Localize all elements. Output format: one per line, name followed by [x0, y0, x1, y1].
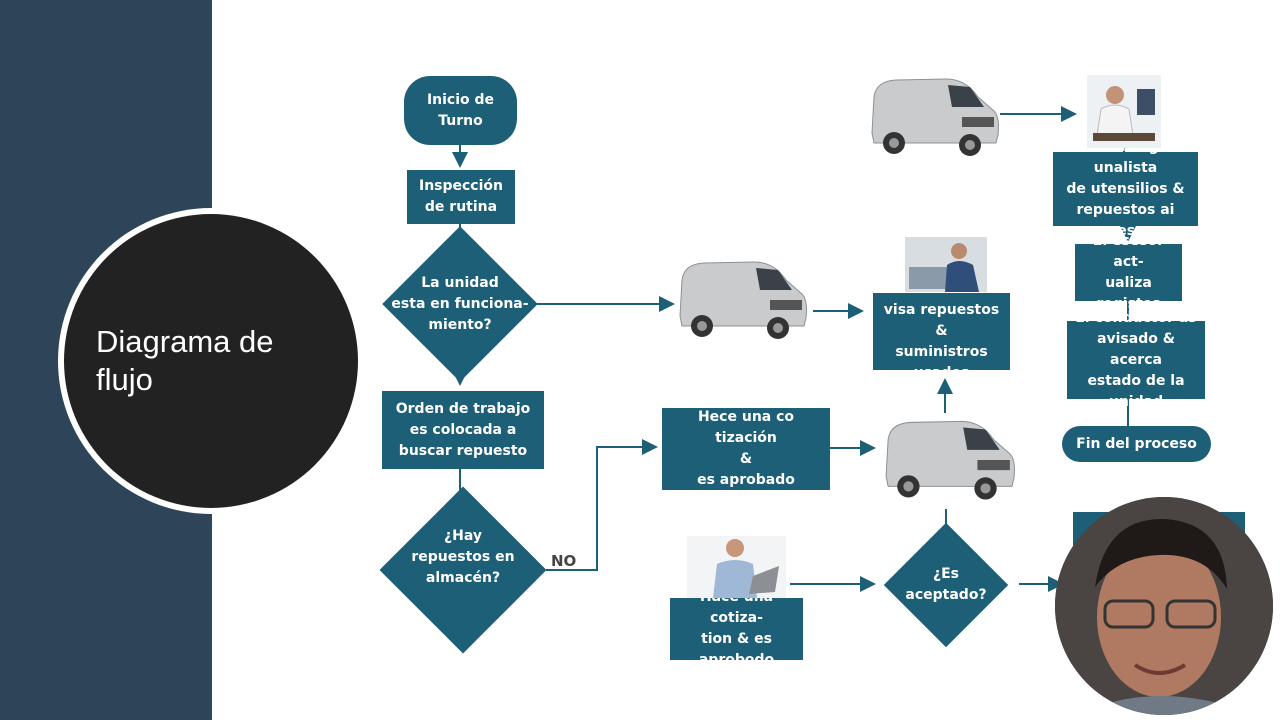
- tech-line-2: visa repuestos &: [883, 302, 1000, 339]
- title-line-1: Diagrama de: [96, 324, 274, 359]
- parts-line-3: almacén?: [425, 569, 501, 586]
- driver-notified-node: El conductor as avisado & acerca estado de…: [1067, 310, 1205, 410]
- parts-line-2: repuestos en: [411, 548, 515, 565]
- advisor-line-1: El esesor act-: [1092, 232, 1165, 270]
- title-line-2: flujo: [96, 362, 153, 397]
- van-photo-3: [871, 78, 999, 156]
- start-line-1: Inicio de: [426, 91, 495, 108]
- list-line-3: repuestos ai asesor: [1076, 201, 1175, 239]
- accepted-line-1: ¿Es: [932, 566, 959, 582]
- driver-line-2: avisado & acerca: [1097, 330, 1175, 368]
- decision-parts-label: ¿Hay repuestos en almacén?: [383, 524, 543, 590]
- decision-accepted-label: ¿Es aceptado?: [891, 563, 1001, 607]
- quote-line-2: &: [739, 451, 753, 467]
- driver-line-3: estado de la unidad: [1087, 372, 1185, 410]
- technician-review-node: El tecnico re -visa repuestos &suministr…: [873, 281, 1010, 381]
- inspection-line-1: Inspección: [418, 178, 503, 194]
- functioning-line-2: esta en funciona-: [391, 295, 529, 312]
- decision-functioning-label: La unidad esta en funciona-miento?: [380, 274, 540, 334]
- laptop-person-photo: [687, 536, 786, 598]
- order-line-2: es colocada a: [409, 421, 517, 438]
- inspection-line-2: de rutina: [424, 199, 498, 215]
- driver-line-1: El conductor as: [1075, 309, 1197, 326]
- parts-line-1: ¿Hay: [444, 527, 482, 544]
- start-node: Inicio de Turno: [404, 76, 517, 145]
- title-circle: Diagrama de flujo: [64, 214, 358, 508]
- quote-person-line-2: tion & es aprobodo: [698, 631, 775, 668]
- end-label: Fin del proceso: [1076, 435, 1197, 452]
- van-photo-2: [885, 420, 1015, 500]
- tech-line-3: suministros usados: [895, 344, 988, 381]
- presenter-face: [1055, 497, 1273, 715]
- functioning-line-3: miento?: [428, 316, 492, 333]
- advisor-line-2: ualiza registos: [1096, 274, 1161, 312]
- technician-photo: [905, 237, 987, 292]
- functioning-line-1: La unidad: [421, 274, 499, 291]
- order-line-1: Orden de trabajo: [395, 400, 531, 417]
- quote-person-node: Hace una cotiza-tion & es aprobodo: [670, 589, 803, 668]
- quote-line-3: es aprobado: [697, 472, 795, 488]
- quote-line-1: Hece una co tización: [697, 409, 795, 446]
- van-photo-1: [679, 261, 807, 339]
- accepted-line-2: aceptado?: [905, 587, 987, 603]
- work-order-node: Orden de trabajo es colocada a buscar repu…: [382, 391, 544, 469]
- presenter-webcam: [1055, 497, 1273, 715]
- office-worker-photo: [1087, 75, 1161, 148]
- end-node: Fin del proceso: [1062, 426, 1211, 462]
- order-line-3: buscar repuesto: [398, 442, 528, 459]
- list-line-2: de utensilios &: [1066, 180, 1185, 197]
- edge-label-no: NO: [551, 552, 577, 570]
- quote-approved-node: Hece una co tización & es aprobado: [662, 408, 830, 490]
- slide-title: Diagrama de flujo: [96, 323, 306, 399]
- inspection-node: Inspección de rutina: [407, 170, 515, 224]
- arrow-no-to-quote: [546, 439, 658, 571]
- advisor-updates-node: El esesor act-ualiza registos: [1075, 233, 1182, 312]
- start-line-2: Turno: [438, 112, 483, 129]
